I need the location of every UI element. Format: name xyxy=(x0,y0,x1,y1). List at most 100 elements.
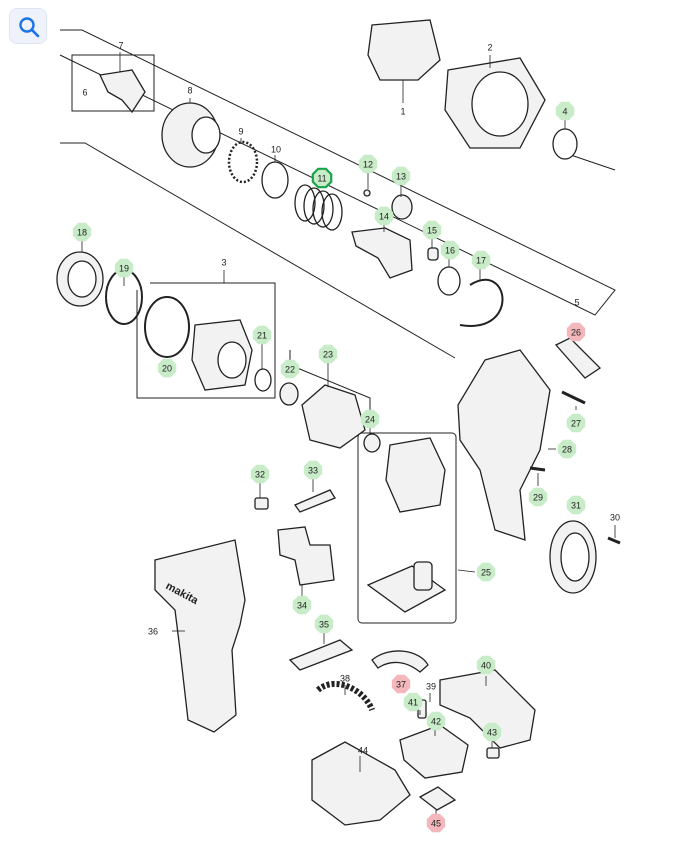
part-21-drawing xyxy=(254,368,272,392)
callout-28[interactable]: 28 xyxy=(557,439,577,459)
callout-1-label: 1 xyxy=(400,107,405,117)
callout-13-label: 13 xyxy=(396,172,406,182)
callout-37[interactable]: 37 xyxy=(391,674,411,694)
callout-23[interactable]: 23 xyxy=(318,344,338,364)
callout-20-badge xyxy=(157,358,177,378)
callout-10: 10 xyxy=(271,145,281,155)
callout-5-label: 5 xyxy=(574,298,579,308)
search-button[interactable] xyxy=(9,8,47,44)
callout-26-label: 26 xyxy=(571,328,581,338)
callout-8: 8 xyxy=(187,86,192,96)
callout-33-label: 33 xyxy=(308,466,318,476)
callout-43-label: 43 xyxy=(487,728,497,738)
callout-18-label: 18 xyxy=(77,228,87,238)
callout-25-label: 25 xyxy=(481,568,491,578)
callout-31[interactable]: 31 xyxy=(566,495,586,515)
callout-11-badge xyxy=(311,167,333,189)
part-11-drawing xyxy=(294,184,343,231)
callout-19[interactable]: 19 xyxy=(114,258,134,278)
callout-16[interactable]: 16 xyxy=(440,240,460,260)
callout-4-badge xyxy=(555,101,575,121)
box-7 xyxy=(71,54,155,112)
part-29-drawing xyxy=(529,466,546,472)
part-33-drawing xyxy=(294,489,336,513)
part-23-drawing xyxy=(301,384,366,449)
callout-20-label: 20 xyxy=(162,364,172,374)
callout-26[interactable]: 26 xyxy=(566,322,586,342)
callout-29[interactable]: 29 xyxy=(528,487,548,507)
search-icon xyxy=(19,17,40,38)
callout-34-badge xyxy=(292,595,312,615)
callout-3-label: 3 xyxy=(221,258,226,268)
part-1-drawing xyxy=(367,19,441,81)
callout-7-label: 7 xyxy=(118,41,123,51)
callout-21-label: 21 xyxy=(257,331,267,341)
callout-41-label: 41 xyxy=(408,698,418,708)
part-16-drawing xyxy=(437,266,461,296)
callout-4-label: 4 xyxy=(562,107,567,117)
callout-41[interactable]: 41 xyxy=(403,692,423,712)
callout-18[interactable]: 18 xyxy=(72,222,92,242)
callout-36-label: 36 xyxy=(148,627,158,637)
callout-28-label: 28 xyxy=(562,445,572,455)
callout-21[interactable]: 21 xyxy=(252,325,272,345)
part-38-drawing xyxy=(316,681,375,712)
part-25-board xyxy=(366,565,447,613)
box-3 xyxy=(136,282,276,399)
callout-16-badge xyxy=(440,240,460,260)
part-32-drawing xyxy=(254,497,269,510)
part-24-drawing xyxy=(363,433,381,453)
part-2-bore xyxy=(471,71,529,137)
callout-42-badge xyxy=(426,711,446,731)
callout-32-badge xyxy=(250,464,270,484)
callout-14[interactable]: 14 xyxy=(374,206,394,226)
callout-24[interactable]: 24 xyxy=(360,409,380,429)
part-13-drawing xyxy=(391,194,413,220)
callout-35[interactable]: 35 xyxy=(314,614,334,634)
callout-15[interactable]: 15 xyxy=(422,220,442,240)
callout-layer: 1234567891011121314151617181920212223242… xyxy=(72,41,620,833)
callout-27[interactable]: 27 xyxy=(566,413,586,433)
callout-4[interactable]: 4 xyxy=(555,101,575,121)
callout-29-badge xyxy=(528,487,548,507)
callout-31-label: 31 xyxy=(571,501,581,511)
callout-40[interactable]: 40 xyxy=(476,655,496,675)
callout-25[interactable]: 25 xyxy=(476,562,496,582)
callout-24-label: 24 xyxy=(365,415,375,425)
callout-14-label: 14 xyxy=(379,212,389,222)
part-17-drawing xyxy=(459,278,504,327)
frame-middle xyxy=(60,142,456,359)
callout-43[interactable]: 43 xyxy=(482,722,502,742)
callout-13[interactable]: 13 xyxy=(391,166,411,186)
callout-42[interactable]: 42 xyxy=(426,711,446,731)
callout-34-label: 34 xyxy=(297,601,307,611)
callout-45[interactable]: 45 xyxy=(426,813,446,833)
callout-11[interactable]: 11 xyxy=(311,167,333,189)
callout-2-label: 2 xyxy=(487,43,492,53)
callout-32-label: 32 xyxy=(255,470,265,480)
callout-32[interactable]: 32 xyxy=(250,464,270,484)
callout-11-label: 11 xyxy=(317,174,326,184)
callout-34[interactable]: 34 xyxy=(292,595,312,615)
callout-8-label: 8 xyxy=(187,86,192,96)
callout-10-label: 10 xyxy=(271,145,281,155)
part-44-drawing xyxy=(311,741,411,826)
callout-44-label: 44 xyxy=(358,746,368,756)
callout-39-label: 39 xyxy=(426,682,436,692)
callout-12[interactable]: 12 xyxy=(358,154,378,174)
callout-33[interactable]: 33 xyxy=(303,460,323,480)
callout-22-label: 22 xyxy=(285,365,295,375)
callout-17[interactable]: 17 xyxy=(471,250,491,270)
part-45-drawing xyxy=(418,786,457,811)
callout-40-badge xyxy=(476,655,496,675)
callout-22[interactable]: 22 xyxy=(280,359,300,379)
part-12-drawing xyxy=(363,189,371,197)
callout-27-badge xyxy=(566,413,586,433)
part-34-drawing xyxy=(277,526,335,586)
part-8-bore xyxy=(191,116,221,154)
callout-9: 9 xyxy=(238,127,243,137)
callout-26-badge xyxy=(566,322,586,342)
callout-20[interactable]: 20 xyxy=(157,358,177,378)
callout-41-badge xyxy=(403,692,423,712)
